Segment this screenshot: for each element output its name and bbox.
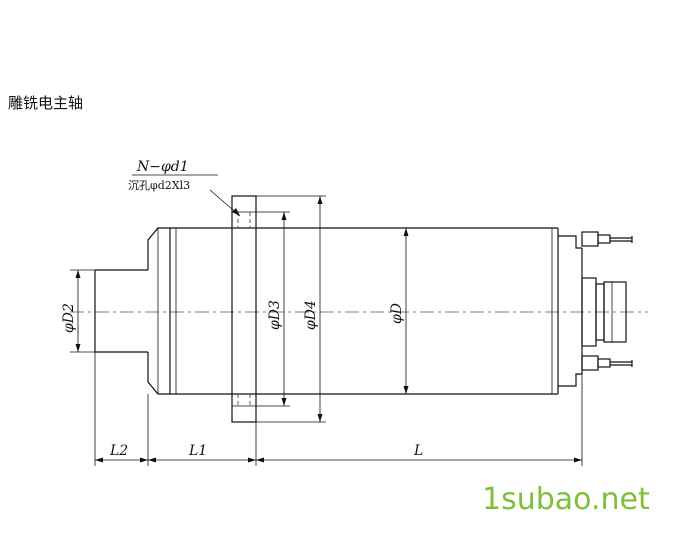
- callout-counterbore-text: 沉孔φd2Xl3: [128, 179, 190, 192]
- label-d4: φD4: [303, 300, 319, 330]
- watermark-text: 1subao.net: [482, 482, 650, 517]
- dim-d2: [70, 269, 95, 353]
- dim-d4: [256, 195, 326, 423]
- rear-connector: [581, 277, 627, 347]
- dim-lengths: [94, 352, 583, 466]
- callout-leader: [132, 174, 241, 217]
- label-l1: L1: [188, 443, 207, 459]
- callout-holes-text: N−φd1: [136, 159, 189, 175]
- label-d3: φD3: [267, 300, 283, 330]
- rear-cap: [558, 235, 583, 387]
- front-cap: [147, 227, 170, 395]
- label-d2: φD2: [61, 303, 77, 333]
- main-body: [169, 227, 559, 395]
- lower-fitting: [581, 355, 633, 371]
- label-d: φD: [389, 303, 405, 324]
- shaft-nose: [94, 269, 148, 353]
- upper-fitting: [581, 231, 633, 247]
- drawing-title: 雕铣电主轴: [8, 94, 84, 112]
- label-l2: L2: [109, 443, 128, 459]
- mounting-flange: [231, 195, 257, 423]
- dim-d: [403, 228, 409, 394]
- label-l: L: [413, 443, 423, 459]
- dim-d3: [256, 211, 290, 407]
